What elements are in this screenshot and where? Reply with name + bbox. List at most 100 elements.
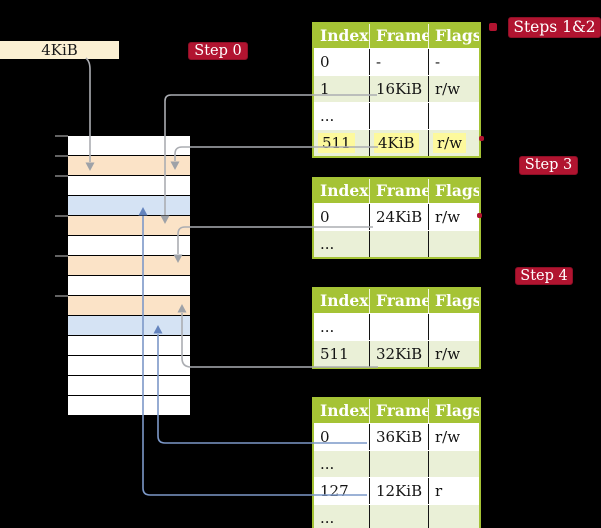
memory-cell bbox=[68, 216, 190, 235]
table-header-row: Index Frame Flags bbox=[314, 24, 479, 48]
table-cell: ... bbox=[314, 231, 370, 257]
table-cell: 0 bbox=[314, 49, 370, 75]
table-cell bbox=[370, 505, 429, 528]
memory-cell bbox=[68, 356, 190, 375]
table-header-cell: Flags bbox=[435, 26, 479, 45]
memory-cell bbox=[68, 376, 190, 395]
table-header-cell: Index bbox=[314, 24, 370, 48]
table-cell bbox=[370, 231, 429, 257]
table-cell bbox=[429, 451, 479, 477]
table-header-cell: Flags bbox=[435, 401, 479, 420]
table-cell: 16KiB bbox=[370, 76, 429, 102]
table-row-highlighted: 511 4KiB r/w bbox=[314, 129, 479, 156]
row-marker bbox=[477, 213, 482, 218]
memory-cell bbox=[68, 276, 190, 295]
memory-tick bbox=[55, 175, 68, 177]
memory-cell bbox=[68, 136, 190, 155]
memory-cell bbox=[68, 396, 190, 415]
table-header-cell: Flags bbox=[435, 181, 479, 200]
table-header-row: Index Frame Flags bbox=[314, 289, 479, 313]
memory-tick bbox=[55, 255, 68, 257]
table-cell: ... bbox=[314, 451, 370, 477]
table-cell: r/w bbox=[429, 130, 479, 156]
table-row: 0 24KiB r/w bbox=[314, 203, 479, 230]
table-cell: 4KiB bbox=[370, 130, 429, 156]
table-cell: r/w bbox=[435, 345, 461, 363]
table-cell: r/w bbox=[435, 208, 461, 226]
table-row: ... bbox=[314, 230, 479, 257]
table-cell: - bbox=[435, 53, 441, 71]
table-row: ... bbox=[314, 504, 479, 528]
memory-cell bbox=[68, 236, 190, 255]
table-header-cell: Frame bbox=[370, 179, 429, 203]
memory-cell bbox=[68, 156, 190, 175]
table-row: 511 32KiB r/w bbox=[314, 340, 479, 367]
table-cell: 0 bbox=[314, 424, 370, 450]
step-0-label: Step 0 bbox=[188, 42, 248, 60]
table-header-cell: Flags bbox=[435, 291, 479, 310]
table-header-row: Index Frame Flags bbox=[314, 399, 479, 423]
page-table-level-3: Index Frame Flags ... 511 32KiB r/w bbox=[312, 287, 481, 369]
physical-memory-stack bbox=[68, 136, 190, 416]
table-row: 0 36KiB r/w bbox=[314, 423, 479, 450]
memory-cell bbox=[68, 256, 190, 275]
table-cell bbox=[429, 231, 479, 257]
table-cell: r/w bbox=[435, 80, 461, 98]
memory-tick bbox=[55, 295, 68, 297]
page-table-level-2: Index Frame Flags 0 24KiB r/w ... bbox=[312, 177, 481, 259]
memory-cell bbox=[68, 196, 190, 215]
table-cell: 36KiB bbox=[370, 424, 429, 450]
table-cell: - bbox=[370, 49, 429, 75]
table-cell bbox=[370, 451, 429, 477]
table-cell: 1 bbox=[314, 76, 370, 102]
highlight: 4KiB bbox=[374, 133, 419, 153]
page-table-level-4: Index Frame Flags 0 36KiB r/w ... 127 12… bbox=[312, 397, 481, 528]
table-cell: 511 bbox=[314, 341, 370, 367]
row-marker bbox=[489, 23, 497, 31]
table-cell: 32KiB bbox=[370, 341, 429, 367]
table-cell: ... bbox=[314, 103, 370, 129]
table-cell bbox=[370, 103, 429, 129]
table-row: 1 16KiB r/w bbox=[314, 75, 479, 102]
table-cell bbox=[429, 103, 479, 129]
table-cell: r bbox=[435, 482, 443, 500]
memory-cell bbox=[68, 176, 190, 195]
table-header-cell: Frame bbox=[370, 24, 429, 48]
table-row: ... bbox=[314, 102, 479, 129]
table-cell: 12KiB bbox=[370, 478, 429, 504]
steps-1-2-label: Steps 1&2 bbox=[508, 17, 601, 38]
step-4-label: Step 4 bbox=[515, 267, 573, 285]
memory-tick bbox=[55, 155, 68, 157]
step-3-label: Step 3 bbox=[519, 156, 578, 175]
highlight: 511 bbox=[318, 133, 355, 153]
table-cell bbox=[370, 314, 429, 340]
table-cell bbox=[429, 314, 479, 340]
table-cell: 0 bbox=[314, 204, 370, 230]
table-cell: ... bbox=[314, 314, 370, 340]
table-cell: ... bbox=[314, 505, 370, 528]
table-header-row: Index Frame Flags bbox=[314, 179, 479, 203]
table-cell: 511 bbox=[314, 130, 370, 156]
table-row: ... bbox=[314, 313, 479, 340]
memory-tick bbox=[55, 215, 68, 217]
table-header-cell: Index bbox=[314, 179, 370, 203]
table-row: 0 - - bbox=[314, 48, 479, 75]
table-cell: r/w bbox=[435, 428, 461, 446]
highlight: r/w bbox=[433, 133, 467, 153]
table-header-cell: Frame bbox=[370, 399, 429, 423]
memory-cell bbox=[68, 336, 190, 355]
table-cell: 24KiB bbox=[370, 204, 429, 230]
memory-size-box: 4KiB bbox=[0, 41, 119, 59]
page-table-level-1: Index Frame Flags 0 - - 1 16KiB r/w ... … bbox=[312, 22, 481, 158]
table-row: ... bbox=[314, 450, 479, 477]
table-row: 127 12KiB r bbox=[314, 477, 479, 504]
memory-tick bbox=[55, 135, 68, 137]
memory-cell bbox=[68, 316, 190, 335]
table-header-cell: Index bbox=[314, 399, 370, 423]
table-header-cell: Index bbox=[314, 289, 370, 313]
table-cell bbox=[429, 505, 479, 528]
table-header-cell: Frame bbox=[370, 289, 429, 313]
memory-cell bbox=[68, 296, 190, 315]
row-marker bbox=[479, 136, 484, 141]
